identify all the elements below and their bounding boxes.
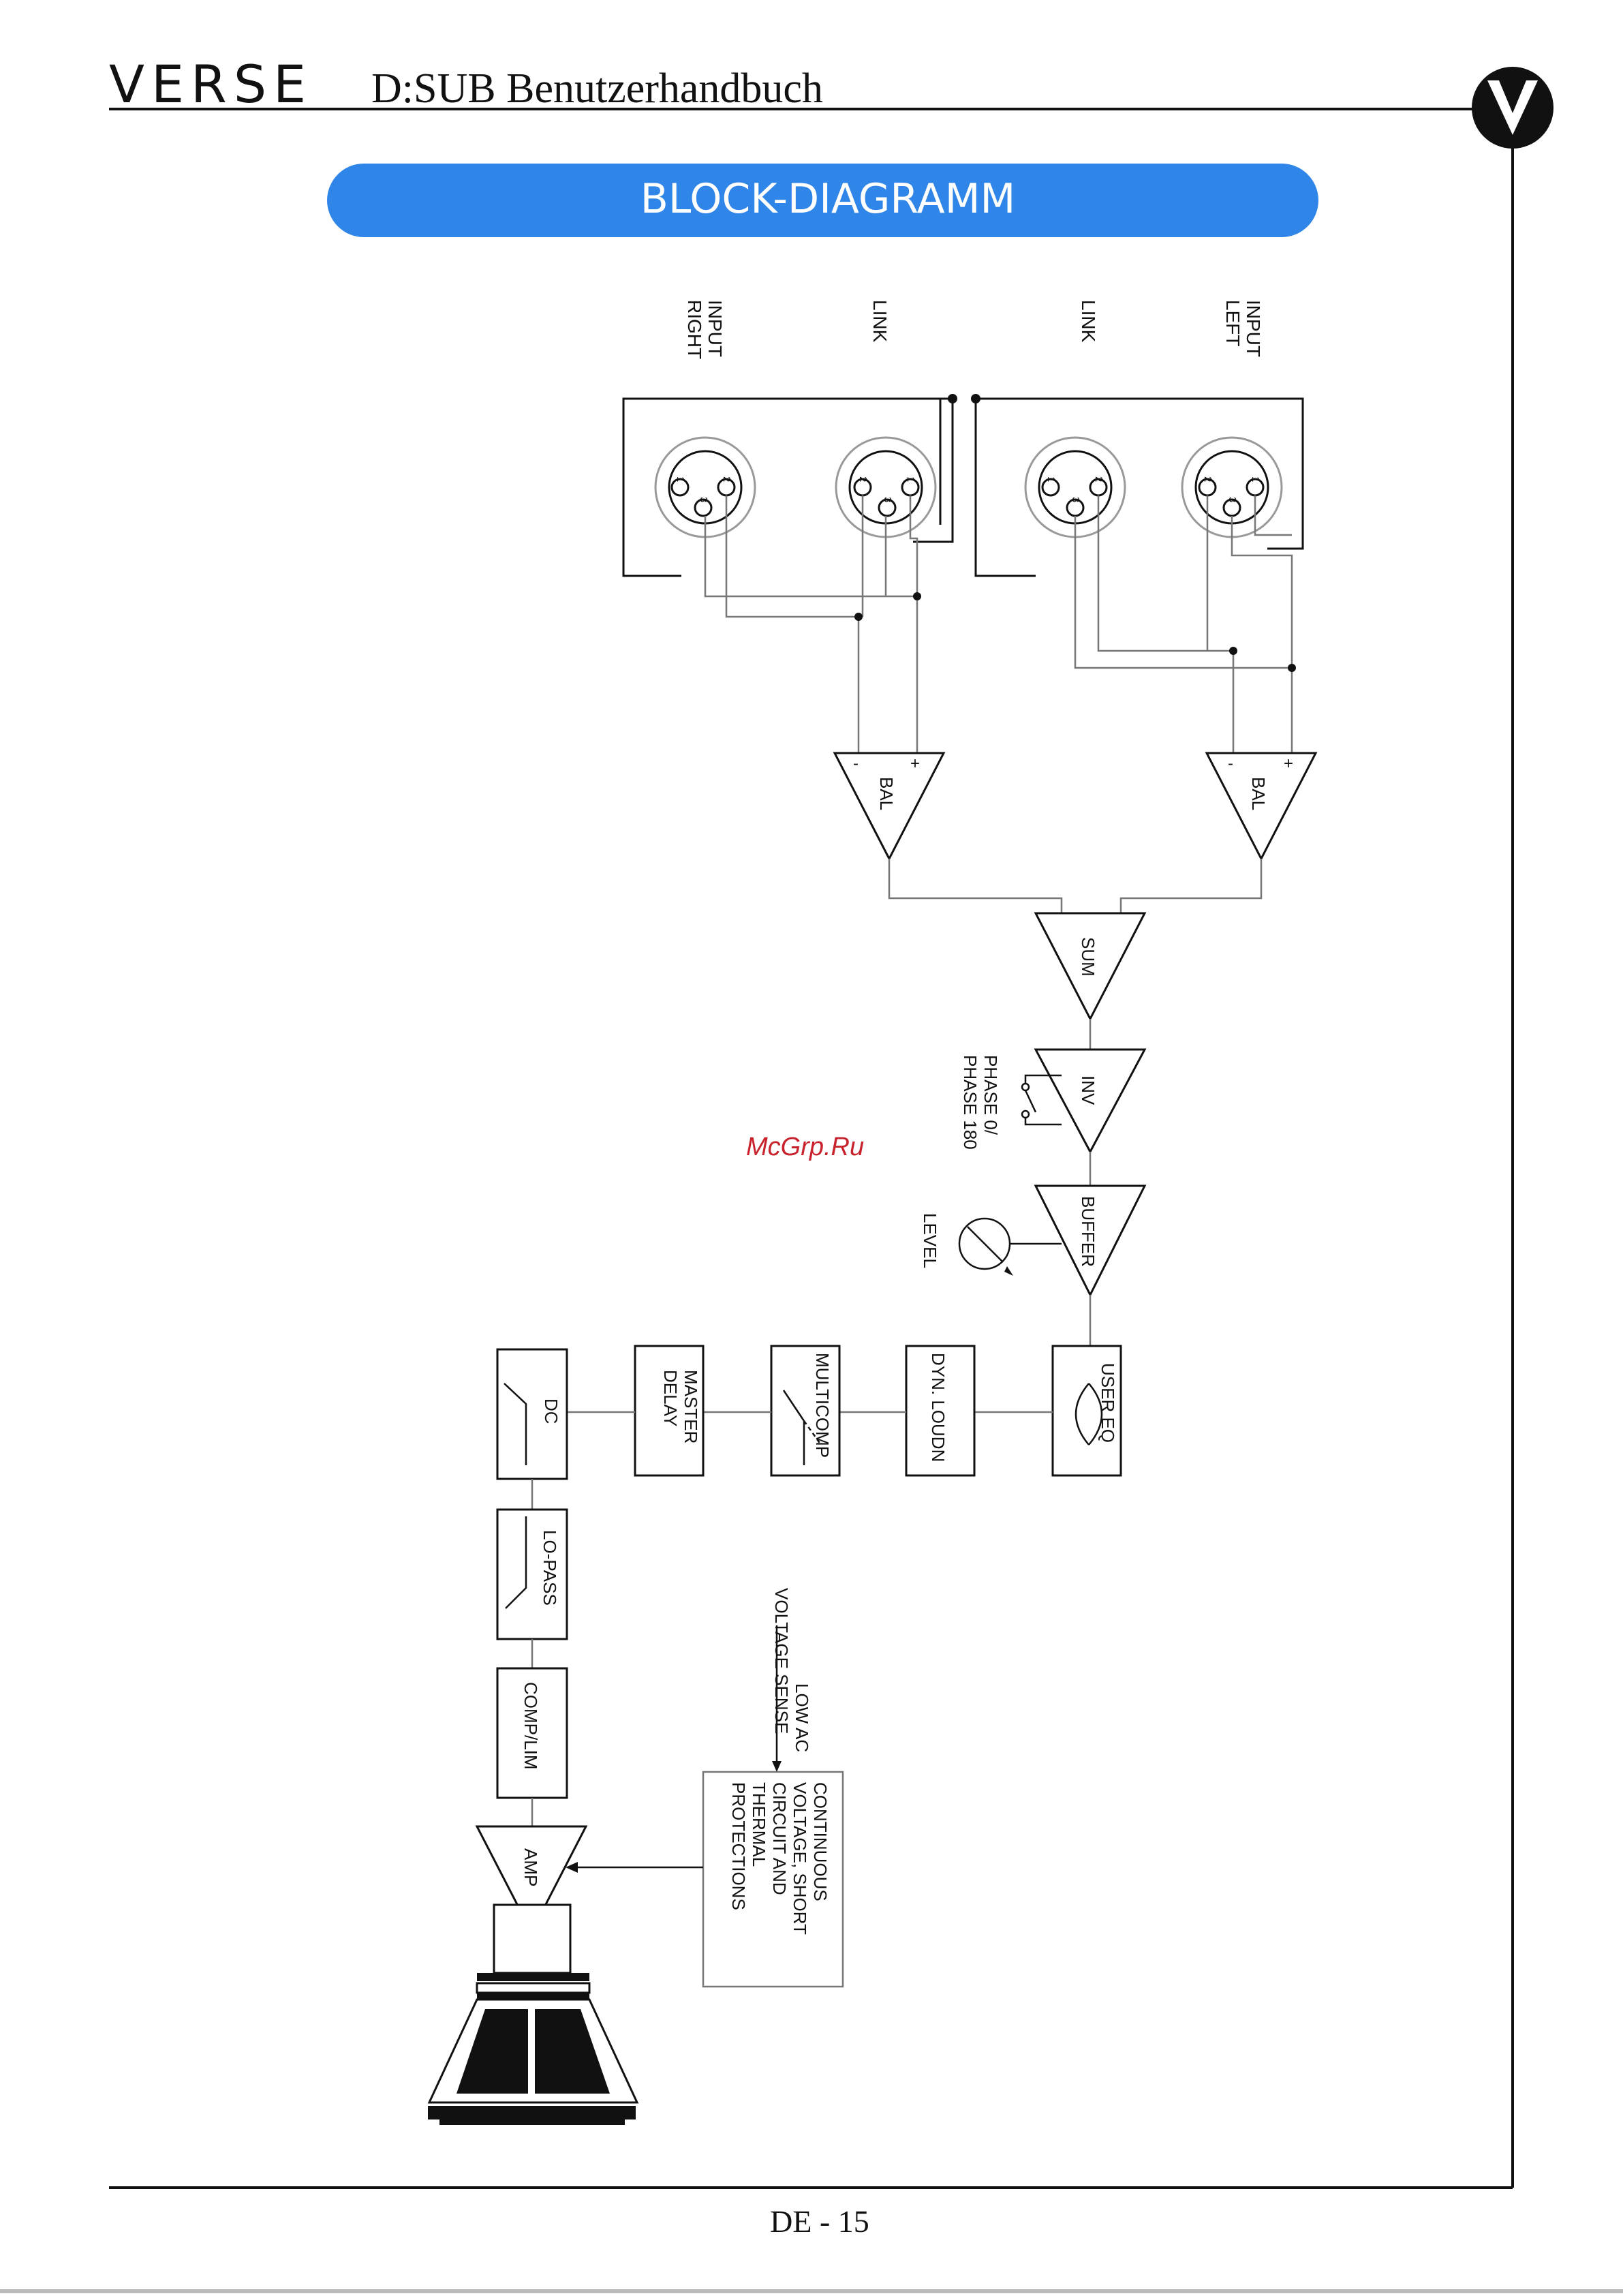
signal-wires [704,495,1293,756]
bal-left-amp: BAL - + [1205,752,1318,861]
svg-text:RIGHT: RIGHT [684,300,705,359]
verse-emblem-icon [1472,67,1554,149]
watermark: McGrp.Ru [746,1133,864,1161]
level-potentiometer-icon [958,1217,1062,1276]
minus-sign: - [1228,754,1233,773]
svg-text:LINK: LINK [1078,300,1099,343]
svg-text:BAL: BAL [1248,777,1269,810]
svg-text:COMP/LIM: COMP/LIM [521,1682,541,1770]
svg-text:PROTECTIONS: PROTECTIONS [728,1782,749,1910]
multicomp-block: MULTICOMP [770,1345,841,1477]
junction-dot [854,613,863,621]
pin-label: 3 [1226,497,1238,502]
svg-text:INPUT: INPUT [1243,300,1264,357]
inv-amp: INV [1034,1048,1147,1154]
minus-sign: - [853,754,859,773]
svg-text:VOLTAGE SENSE: VOLTAGE SENSE [771,1588,792,1734]
level-label: LEVEL [920,1213,940,1268]
svg-text:DYN. LOUDN: DYN. LOUDN [928,1353,948,1462]
section-title: BLOCK-DIAGRAMM [640,175,1016,223]
svg-text:MULTICOMP: MULTICOMP [812,1353,833,1458]
svg-text:THERMAL: THERMAL [749,1782,769,1867]
buffer-amp: BUFFER [1034,1184,1147,1298]
dc-block: DC [496,1348,568,1480]
junction-dot [1229,647,1237,655]
input-left-label: INPUT LEFT [1222,300,1264,357]
junction-dot [1288,664,1296,672]
pin-label: 1 [905,476,916,482]
connector-wiring [622,397,1304,577]
svg-text:DC: DC [541,1398,561,1424]
low-ac-label: LOW AC VOLTAGE SENSE [771,1588,812,1752]
junction-dot [948,394,957,403]
svg-text:PHASE 0/: PHASE 0/ [980,1055,1001,1135]
svg-text:CIRCUIT AND: CIRCUIT AND [769,1782,790,1895]
pin-label: 1 [675,476,686,482]
plus-sign: + [910,754,920,773]
svg-text:LEFT: LEFT [1222,300,1243,346]
svg-text:SUM: SUM [1078,937,1098,977]
pin-label: 2 [721,476,732,482]
svg-text:LO-PASS: LO-PASS [540,1530,560,1606]
link-right-label: LINK [869,300,891,343]
user-eq-block: USER EQ [1051,1345,1122,1477]
pin-label: 3 [698,497,709,502]
sum-wires [888,859,1263,913]
brand-logo-text: VERSE [109,54,313,114]
phase-switch-icon [1021,1074,1062,1126]
pin-label: 2 [1093,476,1104,482]
master-delay-block: MASTER DELAY [634,1345,705,1477]
comp-lim-block: COMP/LIM [496,1667,568,1799]
svg-text:BUFFER: BUFFER [1078,1196,1098,1267]
pin-label: 2 [1202,476,1214,482]
svg-text:INPUT: INPUT [705,300,726,357]
pin-label: 1 [1045,476,1057,482]
pin-label: 3 [1070,497,1081,502]
sum-amp: SUM [1034,912,1147,1022]
sense-arrow-icon [772,1625,782,1772]
header-title: D:SUB Benutzerhandbuch [371,65,823,112]
junction-dot [913,592,921,600]
svg-text:CONTINUOUS: CONTINUOUS [810,1782,831,1901]
page-number: DE - 15 [770,2204,869,2239]
svg-text:DELAY: DELAY [660,1370,681,1426]
svg-text:VOLTAGE, SHORT: VOLTAGE, SHORT [790,1782,810,1935]
protection-block: CONTINUOUS VOLTAGE, SHORT CIRCUIT AND TH… [702,1771,844,1988]
svg-text:INV: INV [1078,1075,1098,1105]
phase-label: PHASE 0/ PHASE 180 [960,1055,1001,1150]
section-title-pill [327,164,1318,237]
svg-text:LOW AC: LOW AC [792,1683,812,1752]
protection-arrow-icon [566,1862,703,1873]
pin-label: 1 [1250,476,1261,482]
svg-text:BAL: BAL [876,777,897,810]
input-right-label: INPUT RIGHT [684,300,726,359]
svg-text:LINK: LINK [869,300,891,343]
lo-pass-block: LO-PASS [496,1508,568,1640]
svg-text:USER EQ: USER EQ [1098,1363,1118,1443]
pin-label: 3 [882,497,893,502]
svg-text:PHASE 180: PHASE 180 [960,1055,980,1150]
speaker-icon [427,1903,639,2125]
dyn-loudn-block: DYN. LOUDN [905,1345,976,1477]
svg-text:AMP: AMP [521,1848,541,1886]
bal-right-amp: BAL - + [833,752,946,861]
svg-text:MASTER: MASTER [681,1370,701,1443]
junction-dot [971,394,980,403]
power-amp: AMP [475,1825,588,1935]
plus-sign: + [1284,754,1293,773]
pin-label: 2 [857,476,869,482]
link-left-label: LINK [1078,300,1099,343]
